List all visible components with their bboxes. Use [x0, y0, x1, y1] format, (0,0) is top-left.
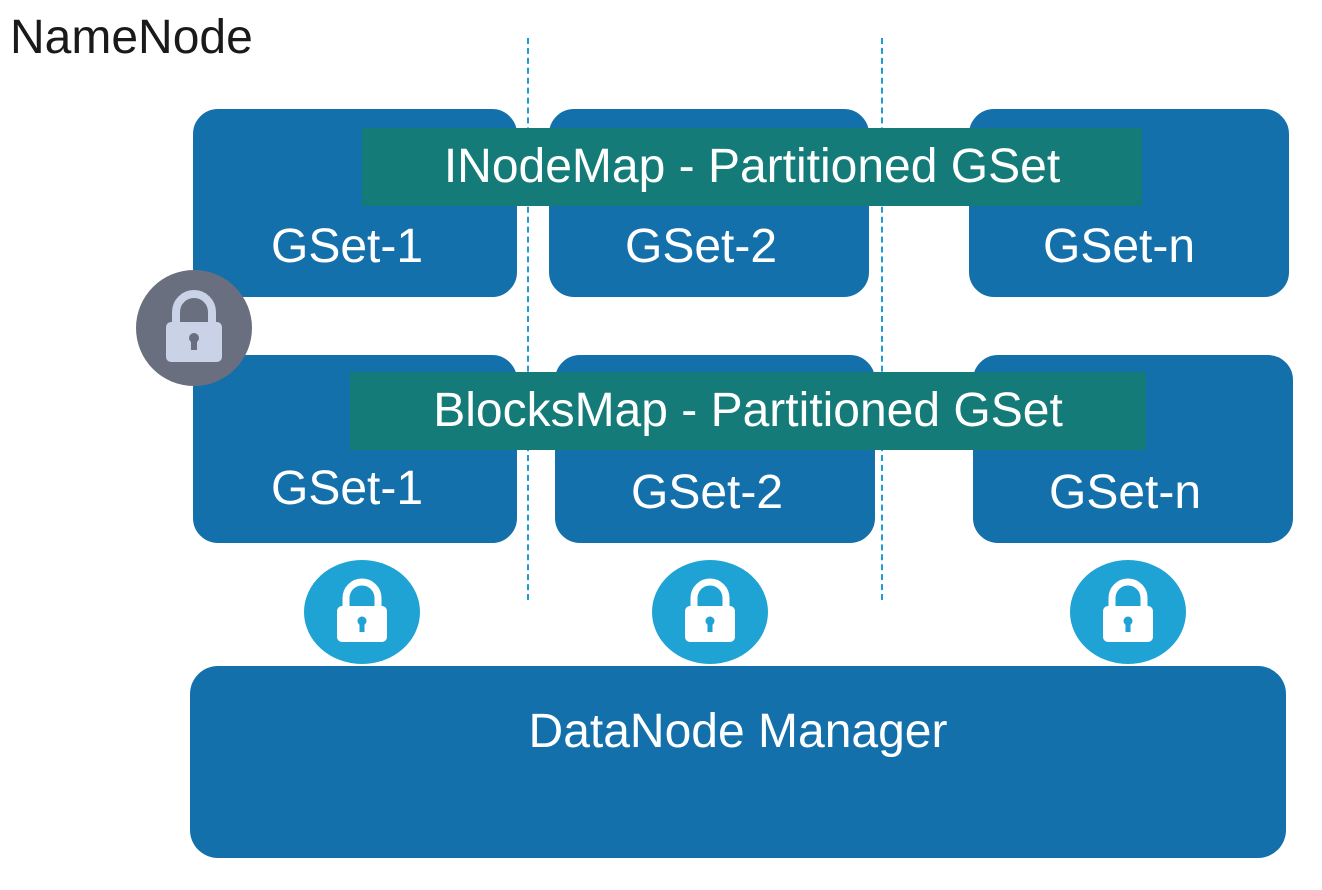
- lock-icon: [136, 270, 252, 386]
- partition-divider: [527, 38, 529, 600]
- gset-label: GSet-2: [625, 220, 778, 273]
- partition-divider: [881, 38, 883, 600]
- gset-label: GSet-n: [1049, 466, 1202, 519]
- lock-icon: [652, 560, 768, 664]
- gset-label: GSet-1: [271, 220, 424, 273]
- gset-label: GSet-n: [1043, 220, 1196, 273]
- lock-icon: [1070, 560, 1186, 664]
- gset-label: GSet-1: [271, 462, 424, 515]
- blocks-map-band: BlocksMap - Partitioned GSet: [350, 372, 1146, 450]
- inode-map-band: INodeMap - Partitioned GSet: [362, 128, 1142, 206]
- gset-label: GSet-2: [631, 466, 784, 519]
- namenode-title: NameNode: [10, 11, 253, 64]
- datanode-manager-label: DataNode Manager: [528, 705, 948, 758]
- lock-icon: [304, 560, 420, 664]
- datanode-manager-box: DataNode Manager: [190, 666, 1286, 858]
